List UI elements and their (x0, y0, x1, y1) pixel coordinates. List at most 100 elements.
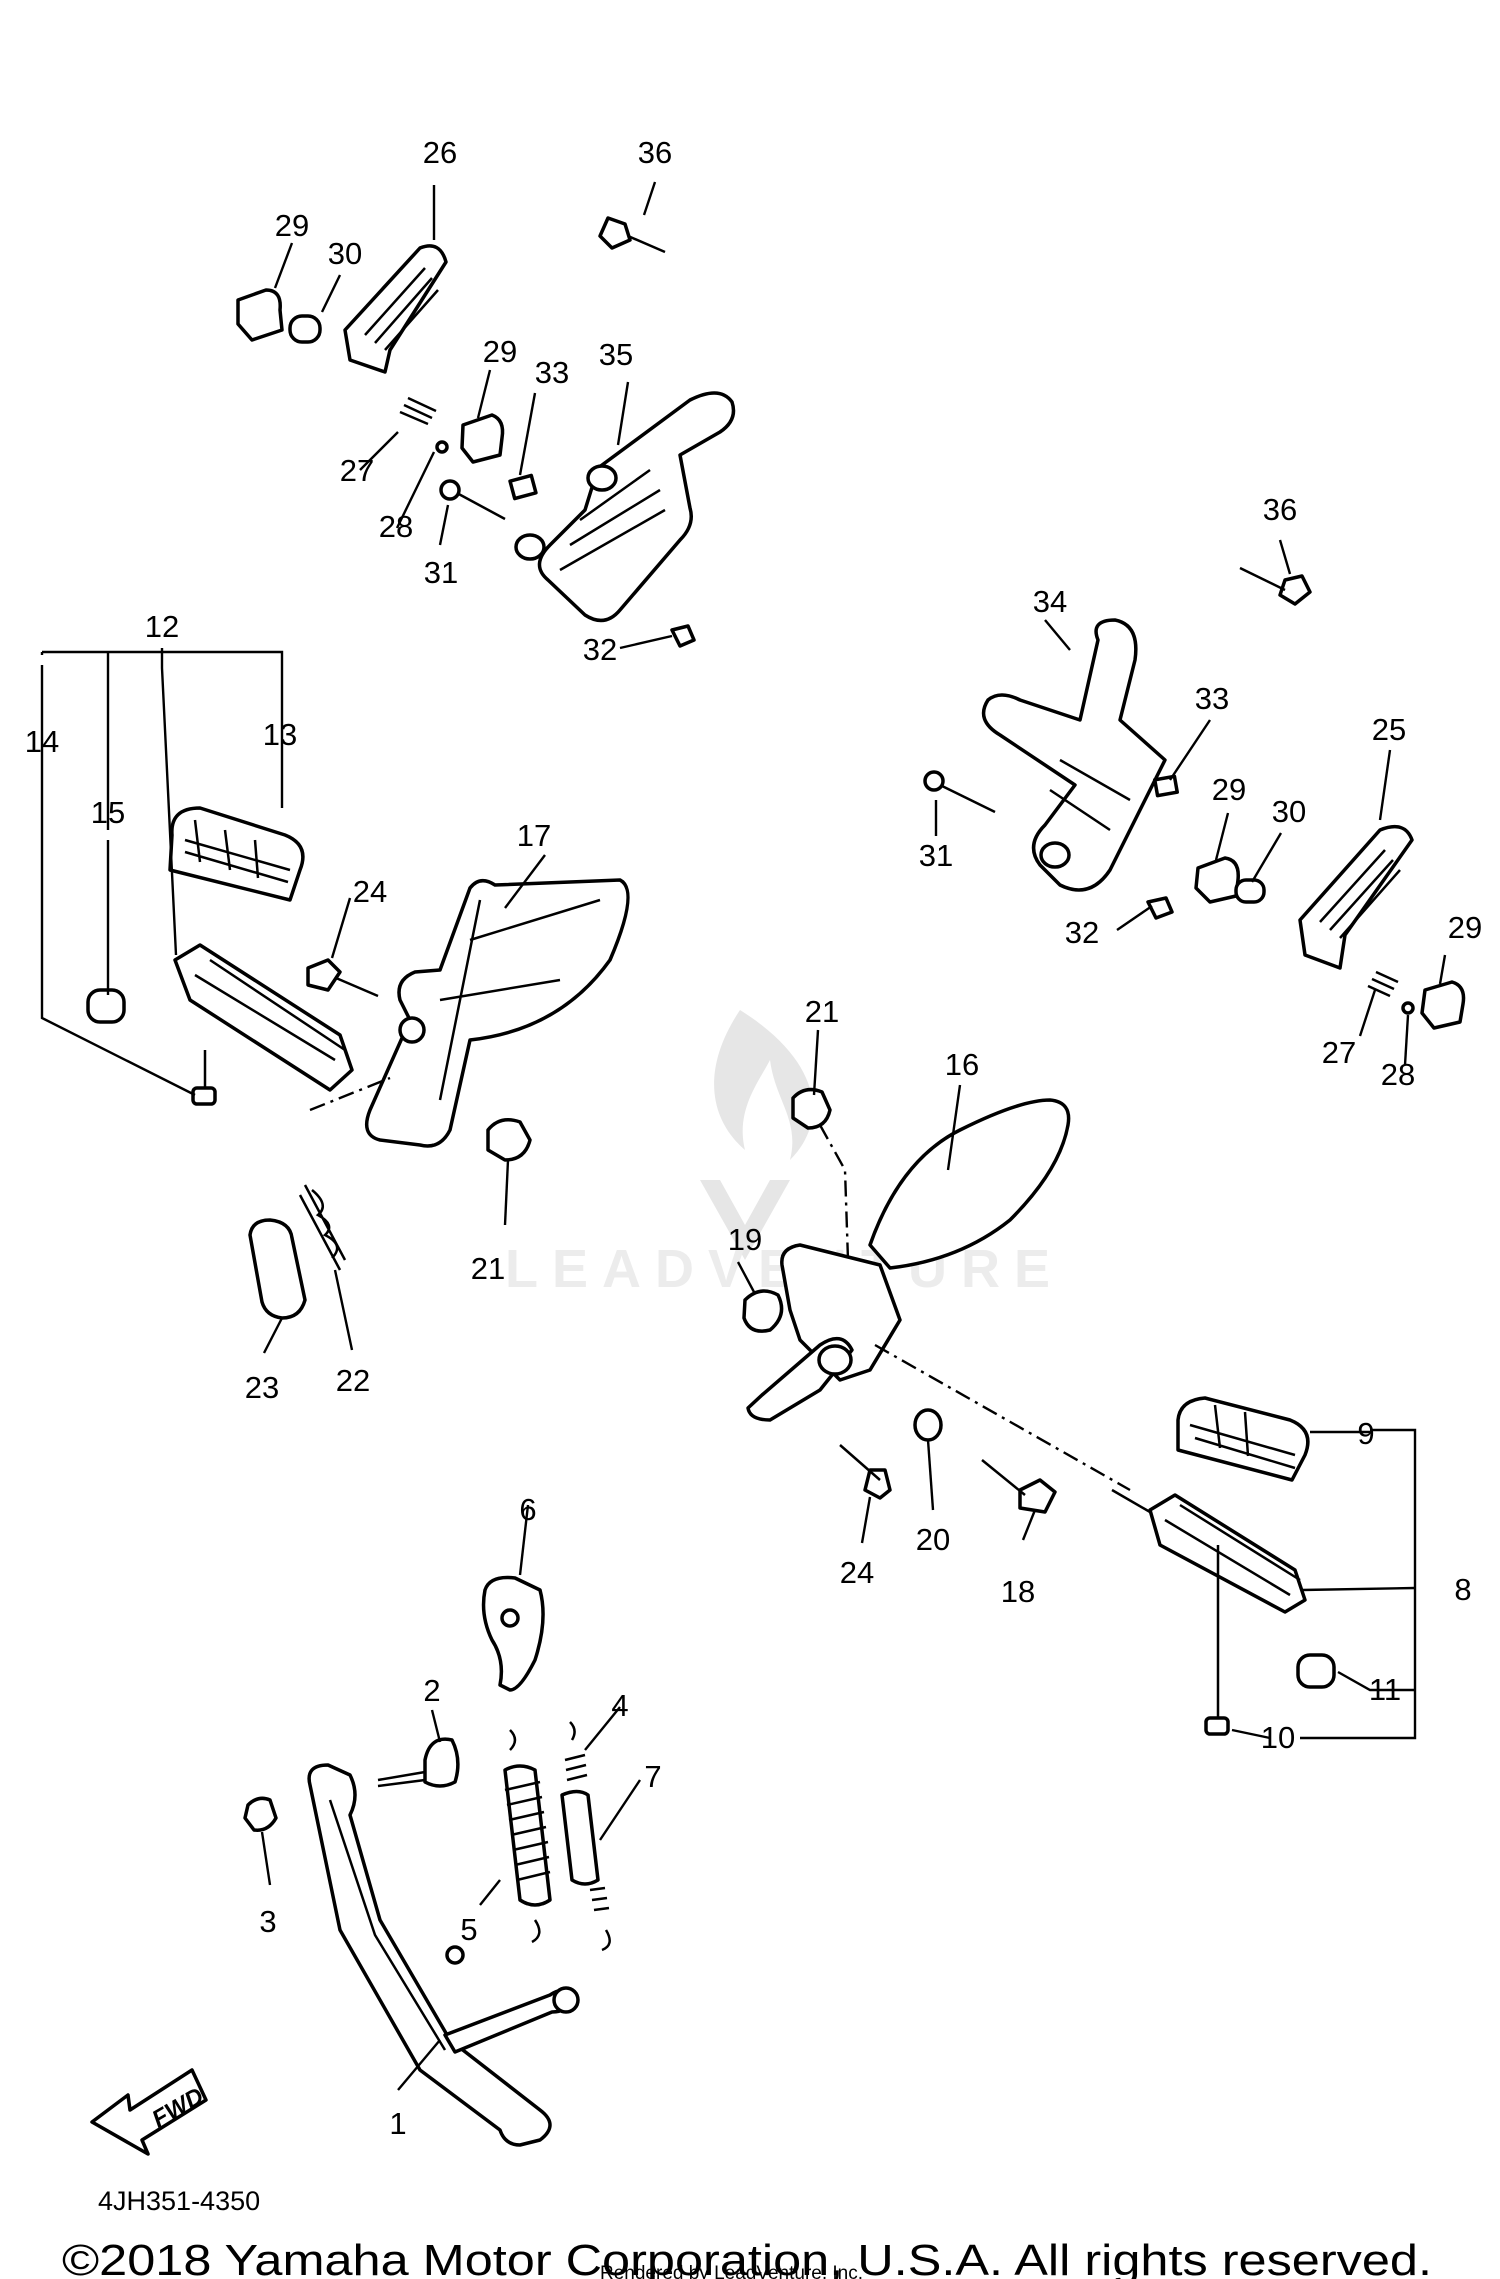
rendered-by-notice: Rendered by LeadVenture, Inc. (600, 2263, 863, 2279)
footrest-axis-left (309, 1076, 391, 1112)
part-7-coils (564, 1721, 611, 1952)
callout-15: 15 (91, 795, 125, 830)
part-31b-head (923, 770, 945, 792)
part-28-ball (435, 440, 449, 454)
callout-27b: 27 (1322, 1035, 1356, 1070)
fwd-arrow: FWD (90, 2068, 208, 2156)
part-11-rubber (1296, 1653, 1336, 1689)
part-13-ribs (184, 819, 291, 884)
part-2-thread (377, 1770, 426, 1788)
callout-5: 5 (460, 1912, 477, 1947)
part-1-pin (445, 1945, 465, 1965)
part-33b-plate (1153, 774, 1179, 798)
part-33-plate (508, 473, 538, 501)
part-6-bracket (481, 1575, 545, 1692)
part-18-bolt (1018, 1478, 1057, 1514)
callout-19: 19 (728, 1222, 762, 1257)
callout-22: 22 (336, 1363, 370, 1398)
part-27-spring (399, 396, 437, 426)
callout-18: 18 (1001, 1574, 1035, 1609)
callout-32b: 32 (1065, 915, 1099, 950)
part-3-nut (243, 1796, 278, 1832)
part-7-spring (560, 1789, 600, 1886)
part-26-grip (364, 267, 439, 351)
callout-24: 24 (353, 874, 387, 909)
callout-6: 6 (519, 1492, 536, 1527)
part-1-knob (552, 1986, 580, 2014)
part-36-thread (627, 234, 666, 254)
watermark-v-icon (700, 1180, 790, 1260)
part-1-arm (443, 1988, 572, 2054)
callout-7: 7 (644, 1759, 661, 1794)
part-17-bracket (364, 878, 630, 1148)
callout-8: 8 (1454, 1572, 1471, 1607)
leader-lines (40, 181, 1447, 2091)
part-17-detail (438, 898, 601, 1101)
callout-9: 9 (1357, 1416, 1374, 1451)
part-24-thread (335, 976, 379, 998)
part-1-detail (328, 1799, 447, 2051)
callout-30: 30 (328, 236, 362, 271)
part-5-spring (503, 1764, 552, 1907)
sidestand-assembly (243, 1575, 611, 2147)
front-footrest-left-assembly (86, 806, 630, 1320)
part-20-washer (913, 1408, 943, 1442)
callout-2: 2 (423, 1673, 440, 1708)
part-26-rear-footrest (343, 244, 448, 374)
callout-28b: 28 (1381, 1057, 1415, 1092)
rear-bracket-left-assembly (236, 216, 736, 648)
callout-13: 13 (263, 717, 297, 752)
part-36b-bolt (1278, 574, 1312, 606)
part-34-detail (1049, 758, 1131, 832)
part-28b-ball (1401, 1001, 1415, 1015)
callout-27: 27 (340, 453, 374, 488)
part-35-boss (586, 464, 618, 492)
part-30b-collar (1234, 878, 1266, 904)
part-24-bolt (306, 958, 342, 992)
part-21-nut (486, 1118, 532, 1162)
part-35-detail (559, 468, 666, 572)
diagram-code: 4JH351-4350 (98, 2186, 260, 2216)
callout-35: 35 (599, 337, 633, 372)
part-36b-thread (1239, 566, 1286, 592)
part-22-spring (298, 1184, 347, 1271)
part-14-head (191, 1086, 217, 1106)
part-29-holder-b (460, 413, 505, 464)
part-32b-nut (1146, 896, 1174, 920)
front-footrest-right-assembly (742, 1087, 1336, 1736)
part-10-head (1204, 1716, 1230, 1736)
callout-25: 25 (1372, 712, 1406, 747)
part-21b-nut (791, 1087, 832, 1130)
copyright-notice: ©2018 Yamaha Motor Corporation, U.S.A. A… (62, 2236, 1432, 2279)
part-35-rear-bracket (537, 391, 736, 623)
callout-29d: 29 (1448, 910, 1482, 945)
callout-33: 33 (535, 355, 569, 390)
fwd-arrow-icon (90, 2068, 208, 2156)
part-29c-holder (1194, 856, 1240, 904)
part-29d-holder (1420, 980, 1466, 1030)
part-31-head (439, 479, 461, 501)
part-15-rubber (86, 988, 126, 1024)
part-35-lower-boss (514, 533, 546, 561)
callout-21: 21 (471, 1251, 505, 1286)
part-24b-thread (839, 1444, 881, 1481)
rear-bracket-right-assembly (923, 566, 1466, 1030)
footrest-axis-right (874, 1343, 1131, 1492)
callouts: 26 29 30 36 29 35 33 27 28 31 32 36 34 3… (25, 135, 1482, 2141)
part-brake-pivot (817, 1344, 853, 1376)
callout-36b: 36 (1263, 492, 1297, 527)
part-31b-bolt (939, 783, 996, 814)
callout-29c: 29 (1212, 772, 1246, 807)
part-5-coils (504, 1729, 551, 1944)
part-25-rear-footrest (1298, 824, 1414, 970)
callout-11: 11 (1369, 1672, 1401, 1707)
part-8-detail (1164, 1503, 1301, 1597)
callout-12: 12 (145, 609, 179, 644)
callout-21b: 21 (805, 994, 839, 1029)
callout-4: 4 (611, 1688, 628, 1723)
watermark-logo-icon (714, 1010, 813, 1160)
callout-10: 10 (1261, 1720, 1295, 1755)
part-30-collar (288, 314, 322, 344)
part-23-collar (248, 1218, 307, 1320)
